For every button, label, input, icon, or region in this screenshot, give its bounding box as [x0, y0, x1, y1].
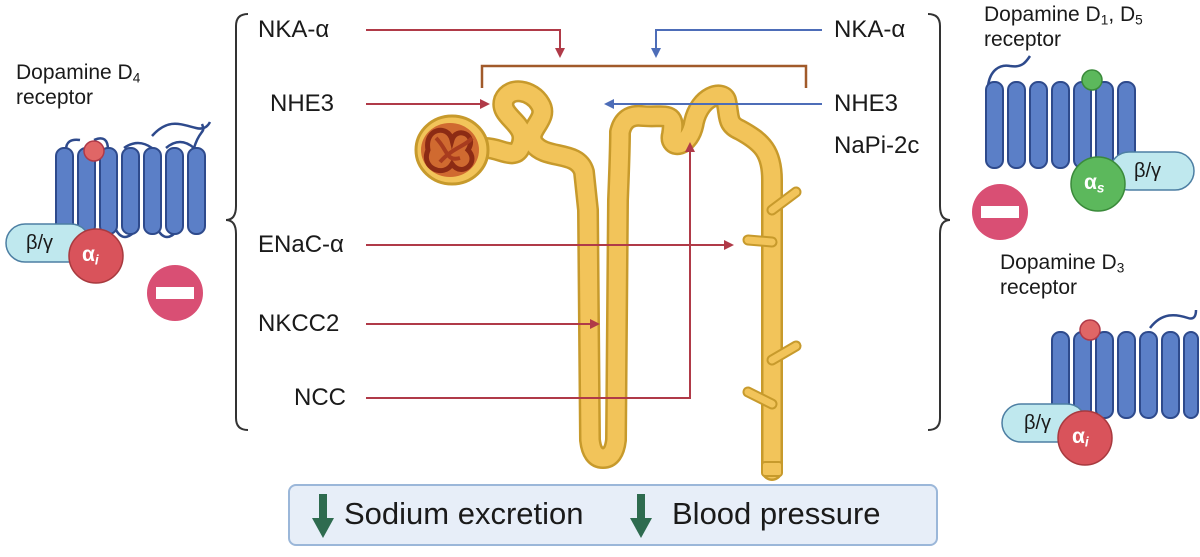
d3-beta-gamma-label: β/γ	[1024, 412, 1052, 434]
inhibition-icon	[147, 265, 203, 321]
label-ncc: NCC	[294, 384, 346, 411]
glomerulus	[414, 114, 490, 186]
right-arrows	[604, 29, 822, 109]
d1-d5-beta-gamma-label: β/γ	[1134, 160, 1162, 182]
d1-d5-alpha-label: αs	[1084, 171, 1105, 196]
label-nhe3-right: NHE3	[834, 90, 899, 117]
label-napi-2c: NaPi-2c	[834, 132, 920, 159]
right-curly-brace	[927, 13, 951, 431]
arrow-nka-left	[366, 29, 565, 58]
label-nkcc2: NKCC2	[258, 310, 340, 337]
d4-receptor	[5, 121, 212, 284]
down-arrow-icon	[630, 494, 652, 538]
arrow-ncc	[366, 142, 695, 399]
label-enac-alpha: ENaC-α	[258, 231, 344, 258]
blood-pressure-text: Blood pressure	[672, 496, 881, 531]
inhibition-icon	[972, 184, 1028, 240]
outcome-box: Sodium excretion Blood pressure	[288, 484, 938, 546]
left-curly-brace	[225, 13, 249, 431]
d4-beta-gamma-label: β/γ	[26, 232, 54, 254]
d1-d5-receptor-label: Dopamine D1, D5 receptor	[984, 3, 1143, 51]
label-nka-alpha-right: NKA-α	[834, 16, 906, 43]
label-nhe3-left: NHE3	[270, 90, 335, 117]
down-arrow-icon	[312, 494, 334, 538]
d1-d5-receptor	[985, 55, 1195, 212]
tubule-bracket	[480, 64, 808, 88]
label-nka-alpha-left: NKA-α	[258, 16, 330, 43]
d4-receptor-label: Dopamine D4 receptor	[16, 61, 141, 109]
nephron-tubule	[475, 80, 802, 481]
sodium-excretion-text: Sodium excretion	[344, 496, 584, 531]
d3-receptor	[1001, 309, 1199, 466]
left-arrows	[366, 29, 734, 399]
d4-alpha-label: αi	[82, 243, 99, 268]
d3-alpha-label: αi	[1072, 425, 1089, 450]
arrow-nka-right	[651, 29, 822, 58]
d3-receptor-label: Dopamine D3 receptor	[1000, 251, 1125, 299]
